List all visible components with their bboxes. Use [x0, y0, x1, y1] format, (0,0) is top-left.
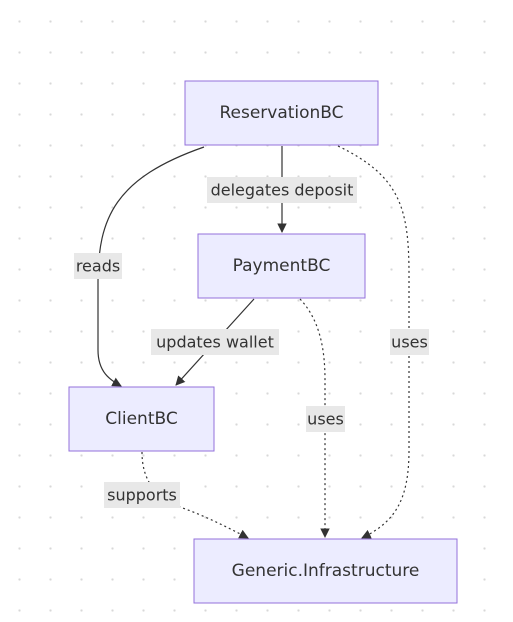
svg-text:uses: uses [391, 333, 428, 352]
edge-label-supports: supports [104, 482, 180, 508]
svg-text:updates wallet: updates wallet [156, 333, 274, 352]
node-generic-infrastructure[interactable]: Generic.Infrastructure [193, 538, 458, 604]
svg-text:reads: reads [76, 257, 120, 276]
node-infrastructure-label: Generic.Infrastructure [232, 561, 420, 581]
node-payment-label: PaymentBC [233, 256, 331, 276]
edge-label-uses-payment: uses [306, 406, 345, 432]
svg-text:delegates deposit: delegates deposit [211, 181, 354, 200]
node-client-bc[interactable]: ClientBC [68, 386, 215, 452]
edge-payment-to-infrastructure [299, 298, 330, 538]
node-infrastructure-box [193, 538, 458, 604]
node-reservation-label: ReservationBC [219, 103, 343, 123]
node-reservation-bc[interactable]: ReservationBC [184, 80, 379, 146]
edge-label-updates-wallet: updates wallet [151, 329, 279, 355]
edge-label-delegates-deposit: delegates deposit [207, 177, 357, 203]
svg-text:supports: supports [107, 486, 177, 505]
node-payment-bc[interactable]: PaymentBC [197, 233, 366, 299]
edge-reservation-to-infrastructure [337, 145, 410, 539]
node-client-label: ClientBC [105, 409, 177, 429]
edge-label-uses-reservation: uses [390, 329, 429, 355]
node-client-box [68, 386, 215, 452]
edge-label-reads: reads [74, 253, 122, 279]
node-payment-box [197, 233, 366, 299]
svg-text:uses: uses [307, 410, 344, 429]
node-reservation-box [184, 80, 379, 146]
